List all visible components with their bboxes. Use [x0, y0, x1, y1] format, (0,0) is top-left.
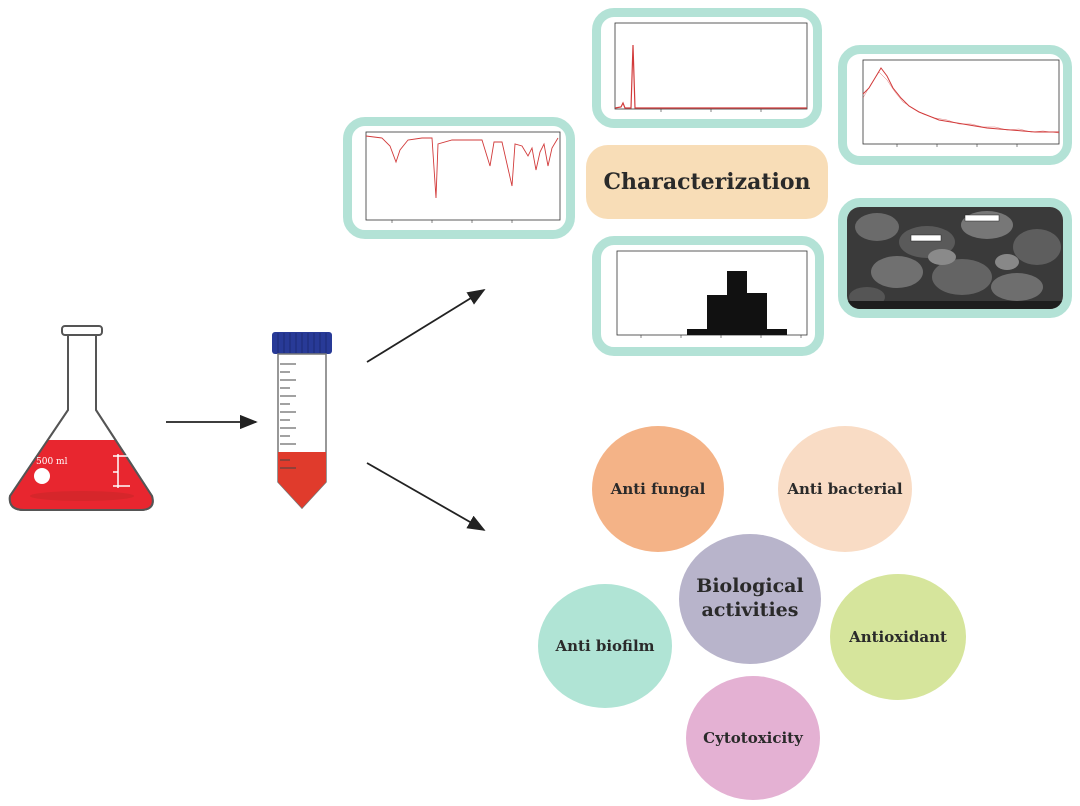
biological-activities-label: Biological activities — [696, 575, 804, 621]
sem-micrograph-frame — [838, 198, 1072, 318]
anti-fungal-circle: Anti fungal — [592, 426, 724, 552]
cytotoxicity-label: Cytotoxicity — [703, 728, 803, 747]
sem-micrograph-image — [847, 207, 1063, 309]
flask-graduation — [113, 454, 130, 488]
edx-spectrum-frame — [592, 8, 822, 128]
size-distribution-plot — [616, 250, 808, 338]
characterization-label: Characterization — [586, 145, 828, 219]
antioxidant-circle: Antioxidant — [830, 574, 966, 700]
edx-spectrum-plot — [614, 22, 808, 112]
tube-solution — [278, 452, 326, 508]
flask-bubble — [34, 468, 50, 484]
flask-volume-label: 500 ml — [36, 457, 68, 467]
size-distribution-frame — [592, 236, 824, 356]
anti-biofilm-circle: Anti biofilm — [538, 584, 672, 708]
ftir-spectrum-plot — [365, 131, 561, 223]
ftir-spectrum-frame — [343, 117, 575, 239]
flask-illustration: 500 ml — [8, 325, 154, 511]
anti-bacterial-label: Anti bacterial — [787, 479, 903, 498]
flask-rim — [61, 325, 103, 336]
centrifuge-tube-illustration — [272, 332, 332, 510]
antioxidant-label: Antioxidant — [849, 627, 947, 646]
biological-activities-center: Biological activities — [679, 534, 821, 664]
anti-fungal-label: Anti fungal — [610, 479, 706, 498]
arrow-tube-to-biological — [366, 462, 486, 531]
tube-graduation — [280, 363, 296, 469]
characterization-text: Characterization — [603, 169, 811, 195]
anti-biofilm-label: Anti biofilm — [555, 636, 655, 655]
xrd-pattern-frame — [838, 45, 1072, 165]
anti-bacterial-circle: Anti bacterial — [778, 426, 912, 552]
xrd-pattern-plot — [862, 59, 1060, 147]
cytotoxicity-circle: Cytotoxicity — [686, 676, 820, 800]
arrow-tube-to-characterization — [366, 289, 486, 363]
